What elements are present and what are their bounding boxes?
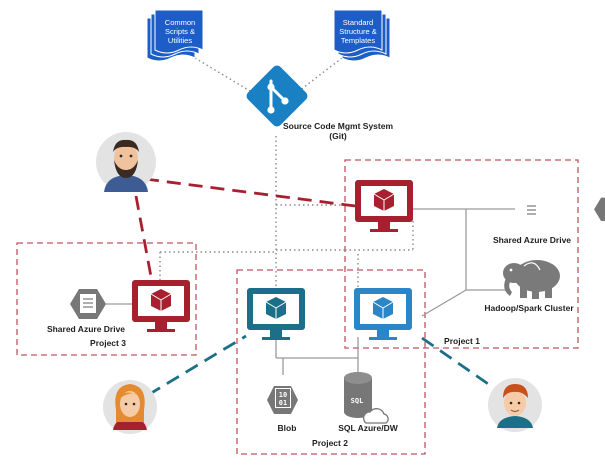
- project3-shared-drive-icon: [70, 289, 106, 319]
- standard-structure-line2: Structure &: [339, 27, 377, 36]
- hadoop-cluster-label: Hadoop/Spark Cluster: [484, 303, 574, 313]
- project3-shared-drive-label: Shared Azure Drive: [47, 324, 125, 334]
- git-icon: [246, 65, 308, 127]
- blob-storage-icon: 10 01: [267, 386, 298, 414]
- solid-connectors: [106, 208, 515, 375]
- project3-red-vm-monitor-icon: [132, 280, 190, 332]
- project2-label: Project 2: [312, 438, 348, 448]
- project1-label: Project 1: [444, 336, 480, 346]
- common-scripts-line1: Common: [165, 18, 195, 27]
- project1-red-vm-monitor-icon: [355, 180, 413, 232]
- common-scripts-doc-icon: Common Scripts & Utilities: [146, 9, 204, 62]
- sql-database-icon: SQL: [344, 372, 389, 424]
- common-scripts-line3: Utilities: [168, 36, 192, 45]
- git-label-line2: (Git): [329, 131, 347, 141]
- blob-icon-line1: 10: [279, 391, 287, 399]
- blob-label: Blob: [278, 423, 297, 433]
- project3-box: [16, 242, 197, 356]
- git-label-line1: Source Code Mgmt System: [283, 121, 393, 131]
- young-man-avatar: [488, 378, 542, 432]
- project1-shared-drive-label: Shared Azure Drive: [493, 235, 571, 245]
- common-scripts-line2: Scripts &: [165, 27, 195, 36]
- blob-icon-line2: 01: [279, 399, 287, 407]
- shared-blue-vm-monitor-icon: [354, 288, 412, 340]
- standard-structure-doc-icon: Standard Structure & Templates: [333, 9, 391, 62]
- sql-icon-text: SQL: [351, 397, 364, 405]
- standard-structure-line1: Standard: [343, 18, 373, 27]
- dotted-connectors: [159, 57, 414, 288]
- sql-label: SQL Azure/DW: [338, 423, 398, 433]
- project1-shared-drive-icon: [524, 197, 605, 222]
- user-connectors: [134, 177, 495, 397]
- bearded-man-avatar: [96, 132, 156, 192]
- woman-avatar: [103, 380, 157, 434]
- project2-teal-vm-monitor-icon: [247, 288, 305, 340]
- project2-box: [236, 269, 426, 455]
- project3-label: Project 3: [90, 338, 126, 348]
- hadoop-elephant-icon: [503, 260, 560, 299]
- standard-structure-line3: Templates: [341, 36, 375, 45]
